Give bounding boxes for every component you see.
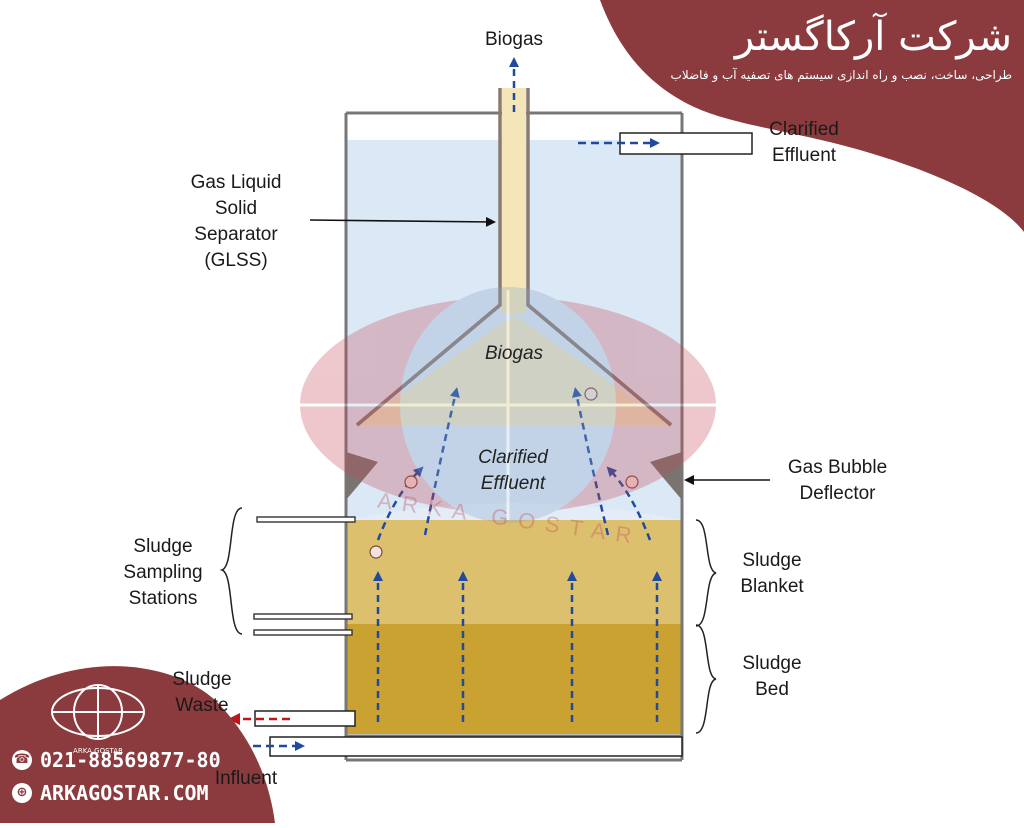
brace-sludge-blanket [695,519,717,627]
label-clarified-effluent-out: Clarified Effluent [769,119,839,166]
glss-pipe-fill [502,88,526,313]
sludge-bed-zone [346,624,682,734]
phone-contact[interactable]: ☎ 021-88569877-80 [12,748,221,772]
label-sludge-blanket: Sludge Blanket [740,550,804,597]
label-gas-bubble-deflector: Gas Bubble Deflector [787,457,888,504]
gas-bubble-deflector-right [650,452,682,500]
watermark-logo [300,287,716,523]
brace-sampling-stations [220,507,243,635]
brand-title: شرکت آرکاگستر [734,14,1012,60]
sludge-waste-pipe [254,710,356,727]
label-glss: Gas Liquid Solid Separator (GLSS) [190,172,282,271]
label-sludge-waste: Sludge Waste [172,669,232,716]
influent-pipe [269,736,683,757]
label-clarified-effluent-inner: Clarified Effluent [478,447,548,494]
contact-panel [0,666,275,823]
label-biogas-top: Biogas [484,29,544,50]
globe-icon: ⊕ [12,783,32,803]
brand-banner [600,0,1024,232]
phone-number: 021-88569877-80 [40,748,221,772]
upflow-arrows [373,387,662,722]
gas-bubble-deflector-left [346,452,378,500]
label-biogas-hood: Biogas [484,343,544,364]
brand-subtitle: طراحی، ساخت، نصب و راه اندازی سیستم های … [670,68,1012,82]
gas-bubbles [369,387,639,559]
glss-pointer [309,216,496,227]
website-contact[interactable]: ⊕ ARKAGOSTAR.COM [12,781,209,805]
label-influent: Influent [214,768,278,789]
effluent-pipe [619,132,753,155]
company-logo [51,684,145,740]
sludge-blanket-zone [346,520,682,626]
logo-text: ARKA GOSTAR [73,747,123,755]
website-url: ARKAGOSTAR.COM [40,781,209,805]
label-sludge-bed: Sludge Bed [742,653,802,700]
brace-sludge-bed [695,624,717,734]
phone-icon: ☎ [12,750,32,770]
label-sludge-sampling-stations: Sludge Sampling Stations [123,536,203,609]
sampling-station-pipes [253,516,356,636]
